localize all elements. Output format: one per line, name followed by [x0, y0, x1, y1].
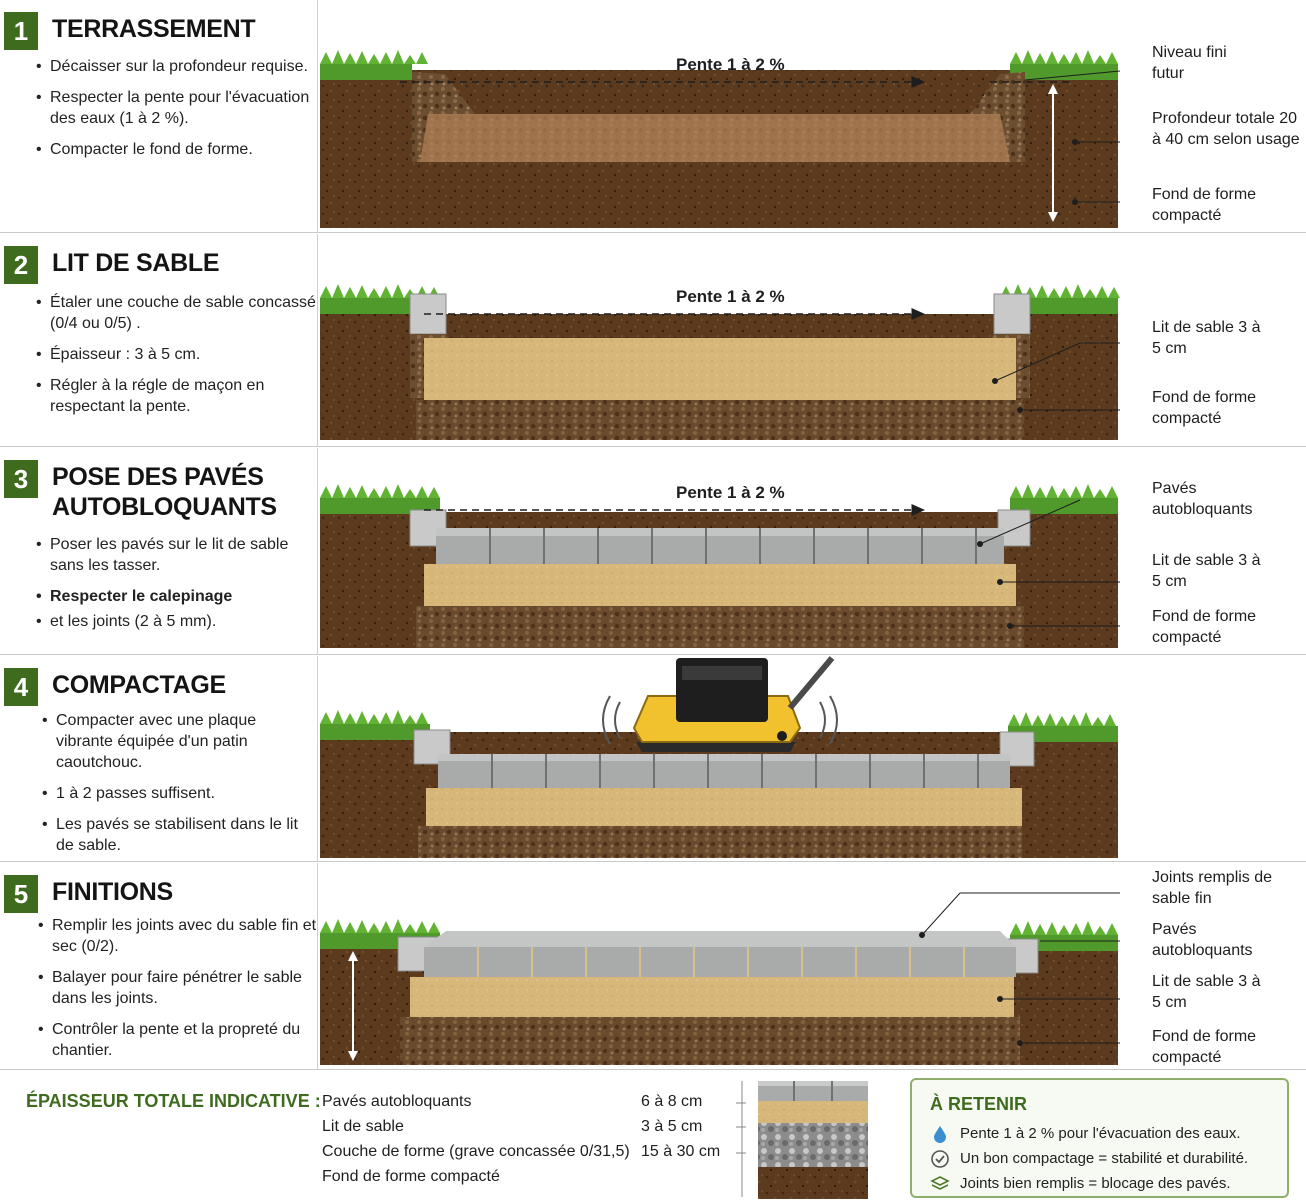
- thickness-title: ÉPAISSEUR TOTALE INDICATIVE :: [26, 1091, 321, 1111]
- label-fond-forme: Fond de forme compacté: [1152, 186, 1257, 224]
- bullet: Compacter avec une plaque vibrante équip…: [42, 710, 312, 773]
- label-fond-forme: Fond de forme compacté: [1152, 608, 1257, 646]
- step-terrassement: 1 TERRASSEMENT Décaisser sur la profonde…: [0, 0, 1306, 233]
- label-paves: Pavés autobloquants: [1152, 921, 1253, 959]
- step-title: TERRASSEMENT: [52, 15, 256, 43]
- label-fond-forme: Fond de forme compacté: [1152, 1028, 1257, 1066]
- retenir-item: Joints bien remplis = blocage des pavés.: [960, 1175, 1231, 1192]
- step-number: 1: [4, 12, 38, 50]
- bullet: Respecter la pente pour l'évacuation des…: [36, 87, 316, 129]
- label-lit-sable: Lit de sable 3 à 5 cm: [1152, 319, 1261, 357]
- excavation-illustration: Pente 1 à 2 %: [320, 50, 1120, 228]
- bullet: Décaisser sur la profondeur requise.: [36, 56, 316, 77]
- bullet: Remplir les joints avec du sable fin et …: [38, 915, 318, 957]
- step-text-panel: 3 POSE DES PAVÉS AUTOBLOQUANTS Poser les…: [0, 448, 318, 654]
- bullet: Contrôler la pente et la propreté du cha…: [38, 1019, 318, 1061]
- slope-label: Pente 1 à 2 %: [676, 55, 785, 74]
- bullet: Balayer pour faire pénétrer le sable dan…: [38, 967, 318, 1009]
- thickness-row-label: Fond de forme compacté: [322, 1168, 500, 1185]
- bullet-continuation: et les joints (2 à 5 mm).: [36, 611, 316, 632]
- step-number: 2: [4, 246, 38, 284]
- compaction-illustration: [320, 656, 1118, 858]
- step-number: 3: [4, 460, 38, 498]
- retenir-item: Un bon compactage = stabilité et durabil…: [960, 1150, 1249, 1167]
- step-number: 5: [4, 875, 38, 913]
- step-bullets: Décaisser sur la profondeur requise. Res…: [36, 56, 316, 170]
- retenir-item: Pente 1 à 2 % pour l'évacuation des eaux…: [960, 1125, 1241, 1142]
- bullet: Les pavés se stabilisent dans le lit de …: [42, 814, 312, 856]
- slope-label: Pente 1 à 2 %: [676, 287, 785, 306]
- sand-bed-illustration: Pente 1 à 2 %: [320, 284, 1120, 440]
- bullet: Compacter le fond de forme.: [36, 139, 316, 160]
- step-finitions: 5 FINITIONS Remplir les joints avec du s…: [0, 863, 1306, 1070]
- step-title: LIT DE SABLE: [52, 249, 220, 277]
- step-text-panel: 1 TERRASSEMENT Décaisser sur la profonde…: [0, 0, 318, 232]
- label-joints: Joints remplis de sable fin: [1152, 869, 1273, 907]
- step-lit-de-sable: 2 LIT DE SABLE Étaler une couche de sabl…: [0, 234, 1306, 447]
- layer-section-illustration: [736, 1081, 868, 1199]
- thickness-row-label: Lit de sable: [322, 1118, 404, 1135]
- step-bullets: Poser les pavés sur le lit de sable sans…: [36, 534, 316, 642]
- thickness-row-label: Couche de forme (grave concassée 0/31,5): [322, 1143, 630, 1160]
- label-niveau-fini: Niveau fini futur: [1152, 44, 1227, 82]
- summary-section: ÉPAISSEUR TOTALE INDICATIVE : Pavés auto…: [0, 1073, 1306, 1204]
- thickness-row-value: 3 à 5 cm: [641, 1118, 703, 1135]
- step-title: COMPACTAGE: [52, 671, 226, 699]
- bullet: 1 à 2 passes suffisent.: [42, 783, 312, 804]
- thickness-row-value: 15 à 30 cm: [641, 1143, 721, 1160]
- check-circle-icon: [931, 1150, 949, 1168]
- label-fond-forme: Fond de forme compacté: [1152, 389, 1257, 427]
- step-bullets: Remplir les joints avec du sable fin et …: [38, 915, 318, 1071]
- label-lit-sable: Lit de sable 3 à 5 cm: [1152, 973, 1261, 1011]
- paver-row: [436, 528, 1004, 564]
- step-number: 4: [4, 668, 38, 706]
- step-bullets: Compacter avec une plaque vibrante équip…: [42, 710, 312, 866]
- finishing-illustration: [320, 892, 1120, 1065]
- step-title: FINITIONS: [52, 878, 173, 906]
- step-text-panel: 4 COMPACTAGE Compacter avec une plaque v…: [0, 656, 318, 861]
- label-profondeur: Profondeur totale 20 à 40 cm selon usage: [1152, 110, 1300, 148]
- layers-icon: [930, 1176, 950, 1190]
- bullet: Régler à la régle de maçon en respectant…: [36, 375, 316, 417]
- thickness-row-value: 6 à 8 cm: [641, 1093, 703, 1110]
- bullet: Poser les pavés sur le lit de sable sans…: [36, 534, 316, 576]
- slope-label: Pente 1 à 2 %: [676, 483, 785, 502]
- step-bullets: Étaler une couche de sable concassé (0/4…: [36, 292, 316, 427]
- bullet: Épaisseur : 3 à 5 cm.: [36, 344, 316, 365]
- retenir-box: À RETENIR Pente 1 à 2 % pour l'évacuatio…: [910, 1078, 1289, 1198]
- step-text-panel: 2 LIT DE SABLE Étaler une couche de sabl…: [0, 234, 318, 446]
- step-title: POSE DES PAVÉS AUTOBLOQUANTS: [52, 463, 277, 521]
- step-text-panel: 5 FINITIONS Remplir les joints avec du s…: [0, 863, 318, 1069]
- water-drop-icon: [934, 1126, 946, 1143]
- label-lit-sable: Lit de sable 3 à 5 cm: [1152, 552, 1261, 590]
- bullet: Respecter le calepinage: [36, 586, 316, 607]
- step-compactage: 4 COMPACTAGE Compacter avec une plaque v…: [0, 656, 1306, 862]
- step-pose-paves: 3 POSE DES PAVÉS AUTOBLOQUANTS Poser les…: [0, 448, 1306, 655]
- bullet: Étaler une couche de sable concassé (0/4…: [36, 292, 316, 334]
- plate-compactor-icon: [632, 656, 835, 752]
- label-paves: Pavés autobloquants: [1152, 480, 1253, 518]
- retenir-title: À RETENIR: [930, 1094, 1028, 1114]
- paver-laying-illustration: Pente 1 à 2 %: [320, 483, 1120, 648]
- thickness-row-label: Pavés autobloquants: [322, 1093, 472, 1110]
